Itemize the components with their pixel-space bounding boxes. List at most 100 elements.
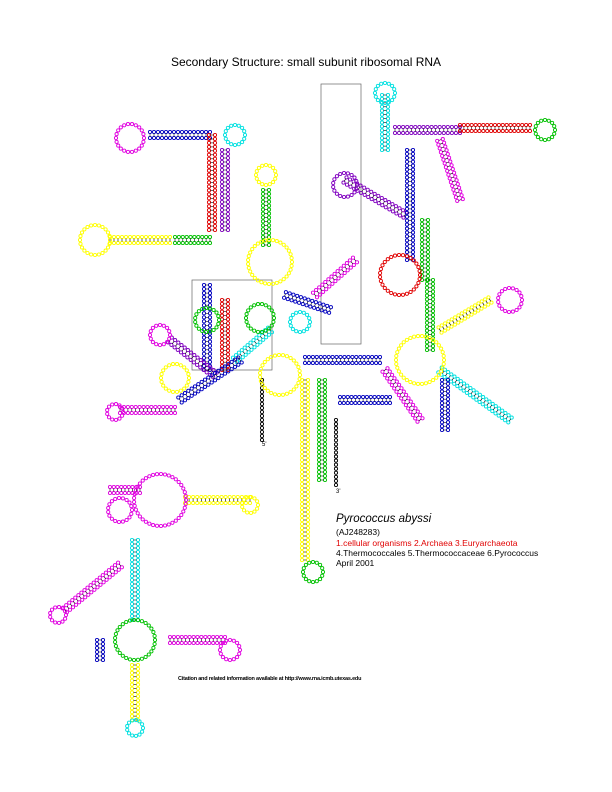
base-pair-tick xyxy=(299,298,301,302)
nucleotide-mark xyxy=(243,315,249,321)
nucleotide-mark xyxy=(105,411,110,416)
nucleotide-mark xyxy=(103,248,108,253)
nucleotide-mark xyxy=(219,348,225,353)
nucleotide-mark xyxy=(354,260,360,265)
base-pair-tick xyxy=(505,416,508,420)
nucleotide-mark xyxy=(424,293,430,298)
nucleotide-mark xyxy=(376,400,381,406)
nucleotide-mark xyxy=(225,167,231,173)
nucleotide-mark xyxy=(227,657,233,663)
nucleotide-mark xyxy=(368,394,373,400)
nucleotide-mark xyxy=(453,315,458,320)
nucleotide-mark xyxy=(499,306,504,311)
nucleotide-mark xyxy=(207,295,213,300)
nucleotide-mark xyxy=(284,391,289,396)
nucleotide-mark xyxy=(410,183,416,188)
nucleotide-mark xyxy=(299,381,305,387)
base-pair-tick xyxy=(306,300,309,305)
nucleotide-mark xyxy=(182,391,188,396)
nucleotide-mark xyxy=(539,137,544,142)
nucleotide-mark xyxy=(89,223,94,228)
base-pair-tick xyxy=(198,385,202,389)
nucleotide-mark xyxy=(178,350,184,355)
nucleotide-mark xyxy=(306,297,311,302)
nucleotide-mark xyxy=(260,227,266,232)
nucleotide-mark xyxy=(406,406,411,411)
nucleotide-mark xyxy=(338,266,343,271)
nucleotide-mark xyxy=(310,360,315,366)
nucleotide-mark xyxy=(358,183,363,188)
nucleotide-mark xyxy=(94,649,100,655)
nucleotide-mark xyxy=(481,128,486,134)
nucleotide-mark xyxy=(143,234,149,240)
nucleotide-mark xyxy=(118,146,123,151)
base-pair-tick xyxy=(326,282,329,286)
nucleotide-mark xyxy=(299,545,305,551)
base-pair-tick xyxy=(72,601,76,604)
nucleotide-mark xyxy=(332,177,337,182)
nucleotide-mark xyxy=(387,207,392,212)
nucleotide-mark xyxy=(127,515,132,520)
nucleotide-mark xyxy=(485,122,490,128)
nucleotide-mark xyxy=(449,130,454,136)
nucleotide-loops xyxy=(48,80,558,738)
base-pair-tick xyxy=(322,285,326,289)
nucleotide-mark xyxy=(305,477,311,483)
nucleotide-mark xyxy=(305,377,311,383)
nucleotide-mark xyxy=(133,410,138,416)
nucleotide-mark xyxy=(392,130,398,136)
nucleotide-mark xyxy=(191,634,196,640)
nucleotide-mark xyxy=(135,686,141,691)
nucleotide-mark xyxy=(316,445,322,451)
nucleotide-mark xyxy=(419,217,425,223)
nucleotide-mark xyxy=(183,129,189,135)
nucleotide-mark xyxy=(206,196,212,201)
nucleotide-mark xyxy=(299,557,305,563)
nucleotide-mark xyxy=(372,90,378,96)
nucleotide-mark xyxy=(49,618,55,623)
nucleotide-mark xyxy=(219,175,225,181)
nucleotide-mark xyxy=(225,175,231,181)
nucleotide-mark xyxy=(410,171,416,176)
nucleotide-mark xyxy=(260,191,266,196)
nucleotide-mark xyxy=(124,517,129,523)
nucleotide-mark xyxy=(254,169,259,174)
nucleotide-mark xyxy=(307,319,313,325)
nucleotide-mark xyxy=(305,553,311,559)
nucleotide-mark xyxy=(396,369,401,374)
nucleotide-mark xyxy=(106,568,111,573)
nucleotide-mark xyxy=(302,354,308,360)
nucleotide-mark xyxy=(219,151,225,157)
nucleotide-mark xyxy=(194,323,199,328)
nucleotide-mark xyxy=(412,381,417,386)
nucleotide-mark xyxy=(394,389,399,394)
nucleotide-mark xyxy=(274,280,279,285)
nucleotide-mark xyxy=(225,313,231,318)
nucleotide-mark xyxy=(417,268,422,274)
nucleotide-mark xyxy=(225,215,231,221)
nucleotide-mark xyxy=(212,168,218,173)
nucleotide-mark xyxy=(401,375,406,380)
nucleotide-mark xyxy=(434,375,439,380)
nucleotide-mark xyxy=(200,328,205,334)
nucleotide-mark xyxy=(113,570,118,575)
nucleotide-mark xyxy=(366,354,371,360)
nucleotide-mark xyxy=(443,321,448,326)
nucleotide-mark xyxy=(258,366,263,372)
nucleotide-mark xyxy=(353,400,358,406)
nucleotide-mark xyxy=(520,128,525,134)
nucleotide-mark xyxy=(519,294,524,299)
nucleotide-mark xyxy=(415,419,420,424)
nucleotide-mark xyxy=(82,227,87,232)
nucleotide-mark xyxy=(137,481,142,486)
nucleotide-mark xyxy=(172,404,178,410)
nucleotide-mark xyxy=(48,614,53,619)
nucleotide-mark xyxy=(392,90,398,96)
nucleotide-mark xyxy=(152,633,157,639)
nucleotide-mark xyxy=(147,474,152,479)
base-pair-tick xyxy=(303,299,305,303)
nucleotide-mark xyxy=(70,605,76,610)
nucleotide-mark xyxy=(299,433,305,439)
nucleotide-mark xyxy=(235,640,240,645)
nucleotide-mark xyxy=(113,496,118,502)
